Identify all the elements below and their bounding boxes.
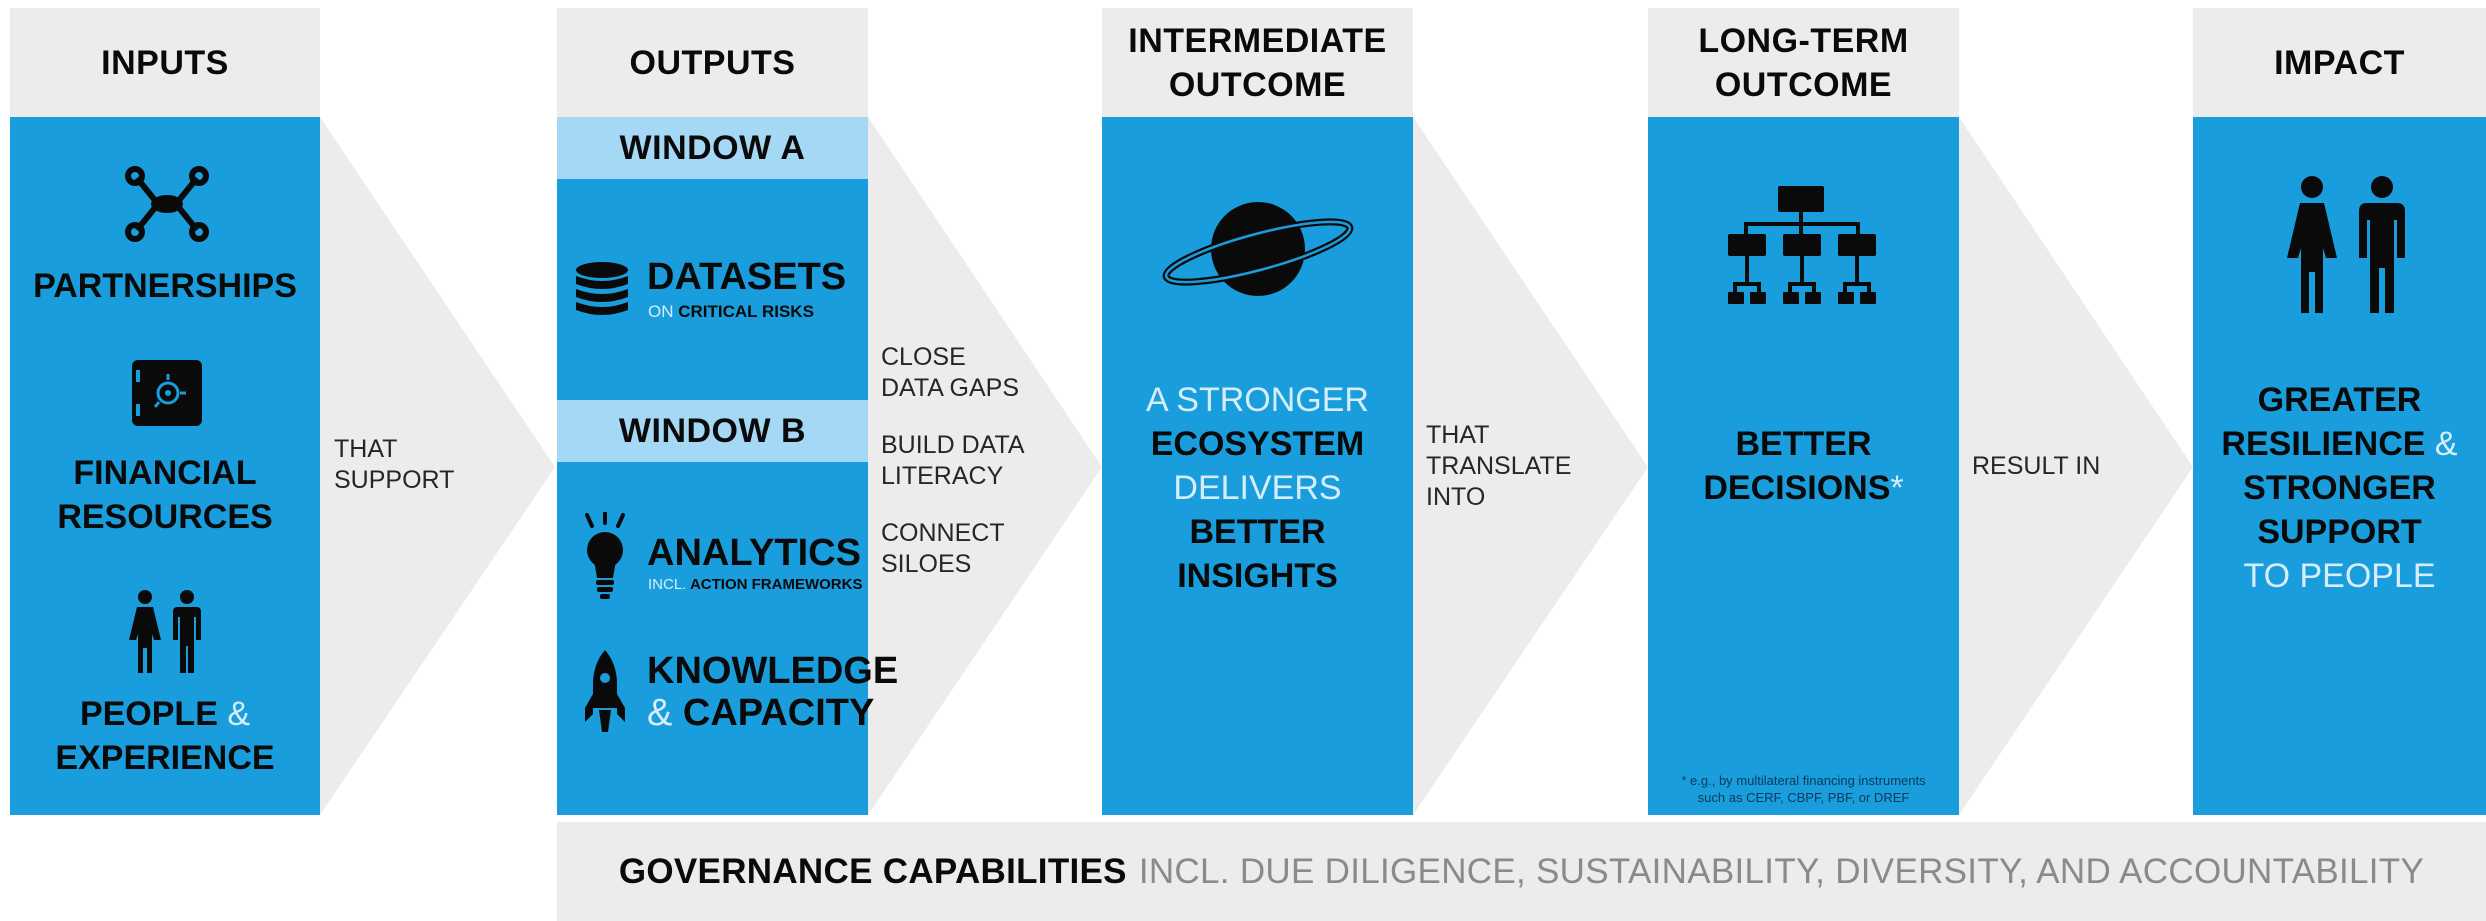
intermediate-title-1: INTERMEDIATE: [1128, 21, 1387, 60]
connector-that-support: THAT SUPPORT: [334, 434, 454, 496]
capacity-line: & CAPACITY: [647, 692, 874, 734]
people-amp: &: [227, 695, 251, 733]
experience-label: EXPERIENCE: [55, 739, 275, 777]
conn2-connect-1: CONNECT: [881, 519, 1005, 547]
analytics-action-frameworks: ACTION FRAMEWORKS: [689, 576, 863, 593]
chevron-4: [1959, 117, 2193, 815]
longterm-text: BETTER DECISIONS*: [1648, 422, 1959, 510]
financial-resources-label: FINANCIAL RESOURCES: [10, 451, 320, 539]
window-a-label: WINDOW A: [619, 128, 806, 167]
window-b-band: WINDOW B: [557, 400, 868, 462]
longterm-header: LONG-TERM OUTCOME: [1648, 8, 1959, 117]
intermediate-header: INTERMEDIATE OUTCOME: [1102, 8, 1413, 117]
intermediate-title-2: OUTCOME: [1168, 65, 1347, 104]
connector-outputs: CLOSE DATA GAPS BUILD DATA LITERACY CONN…: [881, 342, 1025, 580]
inter-line4: BETTER: [1189, 513, 1326, 551]
inputs-header: INPUTS: [10, 8, 320, 117]
impact-amp: &: [2434, 425, 2458, 463]
longterm-title-2: OUTCOME: [1714, 65, 1893, 104]
conn3-line2: TRANSLATE: [1426, 452, 1572, 480]
impact-line1: GREATER: [2257, 381, 2422, 419]
lt-line2: DECISIONS: [1703, 469, 1891, 507]
analytics-sub: INCL. ACTION FRAMEWORKS: [648, 574, 862, 596]
org-chart-icon: [1728, 186, 1878, 316]
network-icon: [125, 166, 209, 242]
impact-people-icon: [2281, 176, 2415, 314]
footnote-1: * e.g., by multilateral financing instru…: [1681, 773, 1926, 788]
people-bold: PEOPLE: [79, 695, 218, 733]
impact-line3: STRONGER: [2243, 469, 2436, 507]
datasets-sub: ON CRITICAL RISKS: [648, 301, 814, 323]
governance-rest: INCL. DUE DILIGENCE, SUSTAINABILITY, DIV…: [1138, 851, 2425, 891]
impact-title: IMPACT: [2274, 43, 2405, 82]
inputs-title: INPUTS: [101, 43, 229, 82]
inputs-column: [10, 117, 320, 815]
impact-line2: RESILIENCE: [2221, 425, 2426, 463]
conn1-line1: THAT: [334, 435, 398, 463]
conn2-build-2: LITERACY: [881, 462, 1004, 490]
impact-column: [2193, 117, 2486, 815]
financial-line2: RESOURCES: [57, 498, 273, 536]
window-a-band: WINDOW A: [557, 117, 868, 179]
chevron-1: [320, 117, 555, 815]
conn3-line3: INTO: [1426, 483, 1486, 511]
datasets-critical-risks: CRITICAL RISKS: [678, 302, 814, 321]
inter-line2: ECOSYSTEM: [1150, 425, 1365, 463]
people-icon: [125, 590, 209, 674]
capacity-amp: &: [647, 692, 673, 734]
governance-bold: GOVERNANCE CAPABILITIES: [618, 851, 1127, 891]
conn2-build-1: BUILD DATA: [881, 431, 1025, 459]
governance-bar: GOVERNANCE CAPABILITIES INCL. DUE DILIGE…: [557, 822, 2486, 921]
window-b-label: WINDOW B: [618, 411, 807, 450]
inter-line1: A STRONGER: [1146, 381, 1369, 419]
footnote-2: such as CERF, CBPF, PBF, or DREF: [1697, 790, 1910, 805]
longterm-footnote: * e.g., by multilateral financing instru…: [1648, 772, 1959, 806]
datasets-on: ON: [648, 302, 674, 321]
chevron-2: [868, 117, 1102, 815]
outputs-header: OUTPUTS: [557, 8, 868, 117]
planet-icon: [1162, 196, 1354, 302]
connector-result-in: RESULT IN: [1972, 451, 2100, 482]
conn4-line1: RESULT IN: [1972, 452, 2101, 480]
impact-header: IMPACT: [2193, 8, 2486, 117]
datasets-label: DATASETS: [647, 256, 847, 298]
outputs-title: OUTPUTS: [629, 43, 796, 82]
people-experience-label: PEOPLE & EXPERIENCE: [10, 692, 320, 780]
longterm-title-1: LONG-TERM: [1698, 21, 1909, 60]
analytics-incl: INCL.: [648, 576, 687, 593]
partnerships-label: PARTNERSHIPS: [33, 267, 297, 305]
chevron-3: [1413, 117, 1648, 815]
inter-line3: DELIVERS: [1173, 469, 1342, 507]
intermediate-text: A STRONGER ECOSYSTEM DELIVERS BETTER INS…: [1102, 378, 1413, 598]
impact-text: GREATER RESILIENCE & STRONGER SUPPORT TO…: [2193, 378, 2486, 598]
rocket-icon: [585, 650, 625, 732]
connector-translate: THAT TRANSLATE INTO: [1426, 420, 1571, 513]
analytics-label: ANALYTICS: [647, 532, 861, 574]
database-icon: [575, 262, 629, 320]
conn1-line2: SUPPORT: [334, 466, 455, 494]
knowledge-label: KNOWLEDGE: [647, 650, 899, 692]
conn2-close-1: CLOSE: [881, 343, 966, 371]
conn2-connect-2: SILOES: [881, 550, 972, 578]
safe-icon: [132, 360, 202, 430]
lt-asterisk: *: [1890, 469, 1904, 507]
financial-line1: FINANCIAL: [73, 454, 257, 492]
longterm-column: [1648, 117, 1959, 815]
conn2-close-2: DATA GAPS: [881, 374, 1020, 402]
inter-line5: INSIGHTS: [1177, 557, 1338, 595]
impact-line5: TO PEOPLE: [2243, 557, 2436, 595]
lightbulb-icon: [582, 512, 628, 604]
impact-line4: SUPPORT: [2257, 513, 2422, 551]
capacity-label: CAPACITY: [682, 692, 875, 734]
conn3-line1: THAT: [1426, 421, 1490, 449]
lt-line1: BETTER: [1735, 425, 1872, 463]
